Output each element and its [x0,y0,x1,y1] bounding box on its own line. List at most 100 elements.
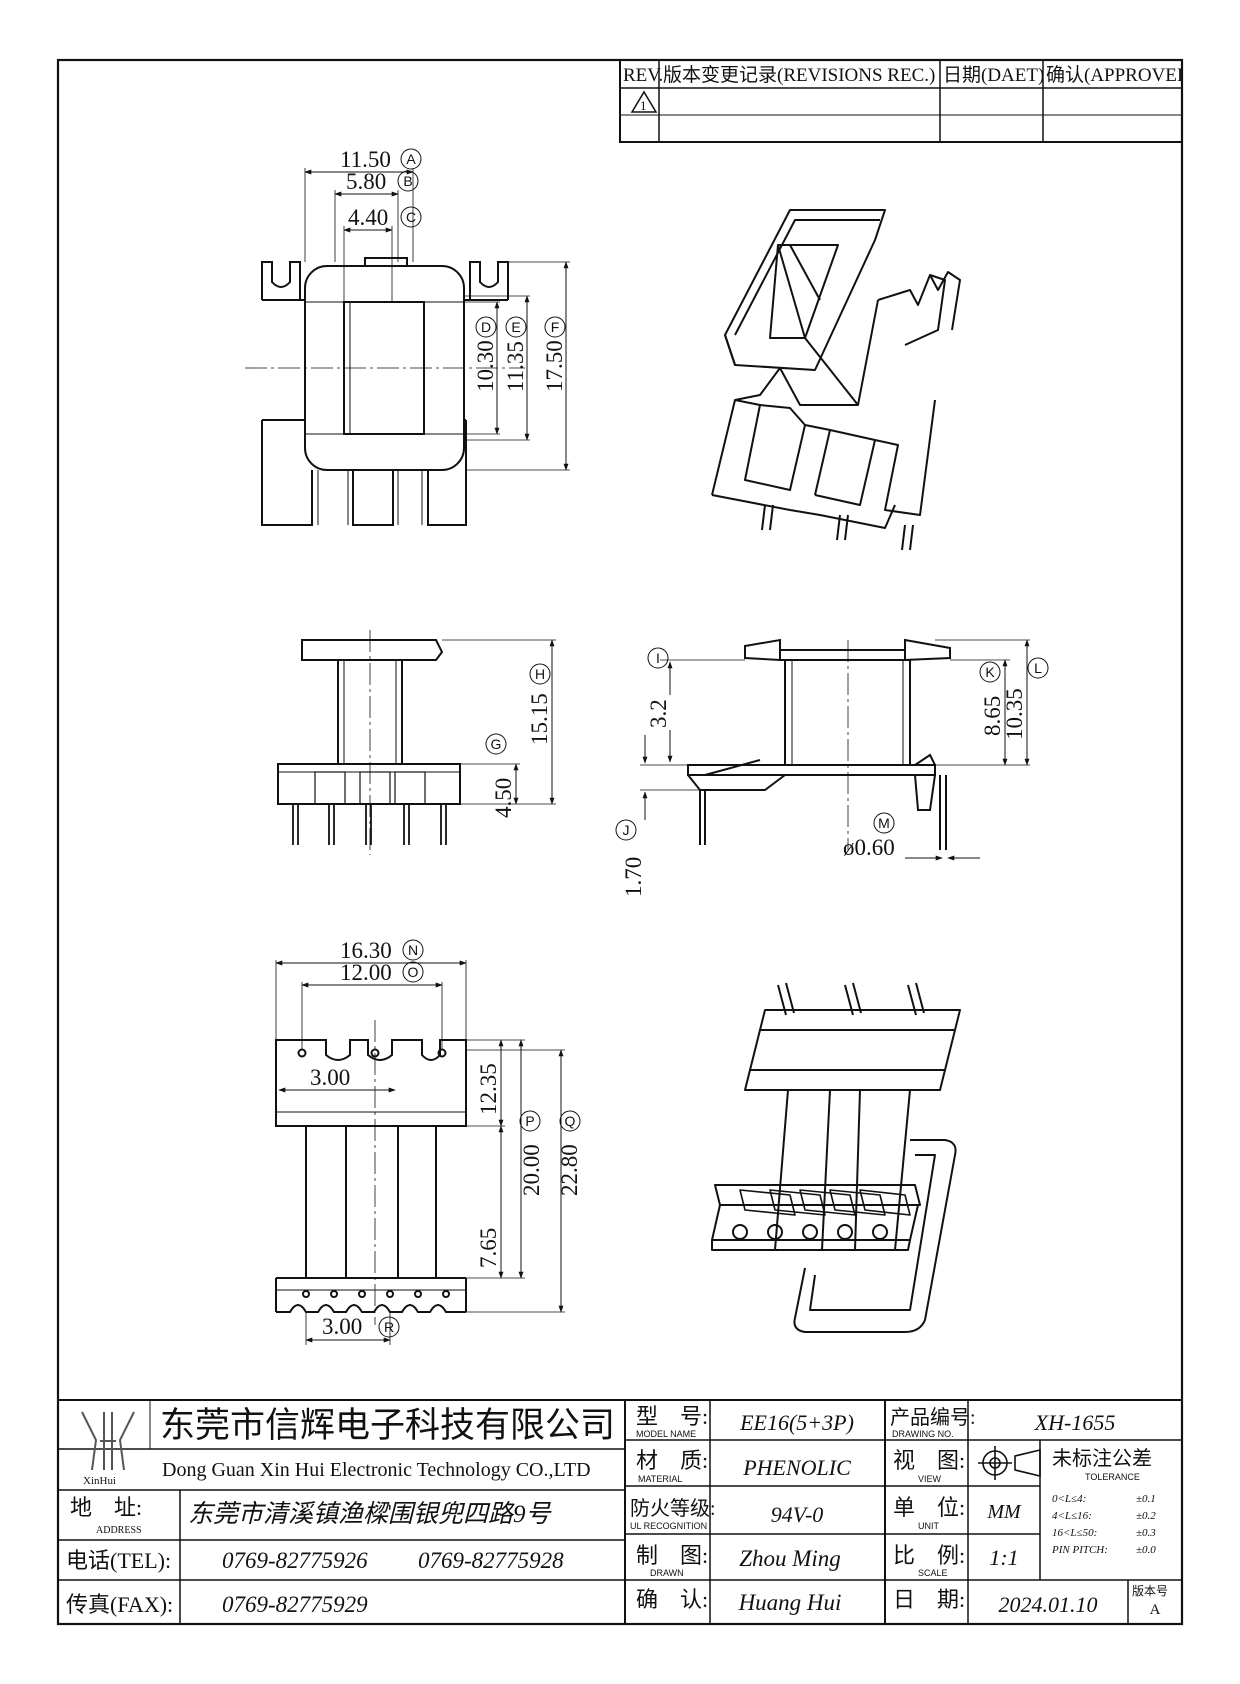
date-header: 日期(DAET) [943,64,1044,86]
confirm-value: Huang Hui [738,1590,842,1615]
dim-o-value: 12.00 [340,960,392,985]
dim-d-value: 10.30 [473,340,498,392]
material-label-en: MATERIAL [638,1474,682,1484]
material-label: 材 质: [636,1448,708,1473]
title-block [58,1399,1182,1624]
company-name-cn: 东莞市信辉电子科技有限公司 [160,1406,615,1445]
tolerance-value-3: ±0.3 [1136,1527,1156,1539]
tolerance-title: 未标注公差 [1052,1447,1152,1470]
ul-label: 防火等级: [630,1497,716,1520]
drawing-no-label: 产品编号: [890,1406,976,1429]
ul-label-en: UL RECOGNITION [630,1521,707,1531]
drawing-no-value: XH-1655 [1034,1410,1116,1435]
scale-label: 比 例: [893,1543,965,1568]
drawn-label-en: DRAWN [650,1568,684,1578]
dim-q-tag: Q [565,1113,576,1129]
tolerance-value-4: ±0.0 [1136,1544,1156,1556]
dim-f-tag: F [551,319,560,335]
dim-n-tag: N [408,942,418,958]
view-label-en: VIEW [918,1474,942,1484]
isometric-view-bottom [711,982,961,1333]
dim-b-tag: B [403,173,412,189]
approve-header: 确认(APPROVEI [1046,64,1183,86]
logo-text: XinHui [83,1475,116,1487]
rev-header: REV. [623,65,663,86]
dim-1235-value: 12.35 [476,1063,501,1115]
unit-label-en: UNIT [918,1521,939,1531]
isometric-view-top [711,209,961,551]
dim-j-tag: J [623,822,630,838]
scale-label-en: SCALE [918,1568,948,1578]
tolerance-title-en: TOLERANCE [1085,1472,1140,1482]
dim-i-tag: I [656,650,660,666]
model-value: EE16(5+3P) [739,1410,854,1435]
tolerance-range-1: 0<L≤4: [1052,1493,1086,1505]
dim-p-tag: P [525,1113,534,1129]
dim-e-value: 11.35 [503,341,528,392]
dim-o-tag: O [408,964,419,980]
drawn-value: Zhou Ming [739,1546,841,1571]
dim-j-value: 1.70 [621,857,646,897]
dim-m-tag: M [878,815,890,831]
unit-label: 单 位: [893,1495,965,1520]
fax-label: 传真(FAX): [66,1592,173,1617]
revision-table [619,59,1183,143]
tolerance-range-3: 16<L≤50: [1052,1527,1097,1539]
scale-value: 1:1 [989,1545,1018,1570]
side-view [640,638,1030,861]
drawing-no-label-en: DRAWING NO. [892,1429,954,1439]
revision-triangle-icon [630,90,658,113]
dim-h-value: 15.15 [527,693,552,745]
model-label: 型 号: [636,1404,708,1429]
dim-k-tag: K [985,664,995,680]
tolerance-range-4: PIN PITCH: [1051,1544,1108,1556]
dim-g-tag: G [491,736,502,752]
dim-pitch-value: 3.00 [310,1065,350,1090]
address-label-en: ADDRESS [96,1525,142,1536]
view-label: 视 图: [893,1448,965,1473]
front-view [277,630,556,855]
tolerance-value-1: ±0.1 [1136,1493,1156,1505]
dim-m-value: ø0.60 [843,835,895,860]
projection-symbol-icon [978,1446,1041,1480]
dim-n-value: 16.30 [340,938,392,963]
bottom-view [275,960,565,1345]
date-value: 2024.01.10 [999,1592,1098,1617]
drawn-label: 制 图: [636,1543,708,1568]
dim-i-value: 3.2 [646,699,671,728]
dim-l-value: 10.35 [1002,688,1027,740]
dim-r-value: 3.00 [322,1314,362,1339]
tolerance-value-2: ±0.2 [1136,1510,1156,1522]
version-label: 版本号 [1132,1584,1168,1598]
dim-q-value: 22.80 [557,1144,582,1196]
tel-1: 0769-82775926 [222,1548,368,1573]
address: 东莞市清溪镇渔樑围银兜四路9号 [188,1500,553,1528]
revision-number: 1 [640,98,647,113]
unit-value: MM [986,1501,1022,1523]
ul-value: 94V-0 [771,1502,824,1527]
address-label: 地 址: [70,1495,142,1520]
tel-label: 电话(TEL): [66,1548,171,1573]
tel-2: 0769-82775928 [418,1548,564,1573]
model-label-en: MODEL NAME [636,1429,696,1439]
dim-b-value: 5.80 [346,169,386,194]
dim-h-tag: H [535,666,545,682]
tolerance-range-2: 4<L≤16: [1052,1510,1092,1522]
dim-e-tag: E [511,319,520,335]
company-logo [81,1411,135,1471]
drawing-frame [56,58,1184,1626]
dim-p-value: 20.00 [519,1144,544,1196]
company-name-en: Dong Guan Xin Hui Electronic Technology … [162,1459,591,1481]
dim-a-value: 11.50 [340,147,391,172]
revisions-record-header: 版本变更记录(REVISIONS REC.) [663,64,935,86]
dim-d-tag: D [481,319,491,335]
fax: 0769-82775929 [222,1592,368,1617]
dim-l-tag: L [1034,660,1042,676]
dim-g-value: 4.50 [491,778,516,818]
dim-r-tag: R [384,1319,394,1335]
material-value: PHENOLIC [742,1455,851,1480]
dim-a-tag: A [406,151,416,167]
dim-k-value: 8.65 [980,696,1005,736]
dim-f-value: 17.50 [542,340,567,392]
